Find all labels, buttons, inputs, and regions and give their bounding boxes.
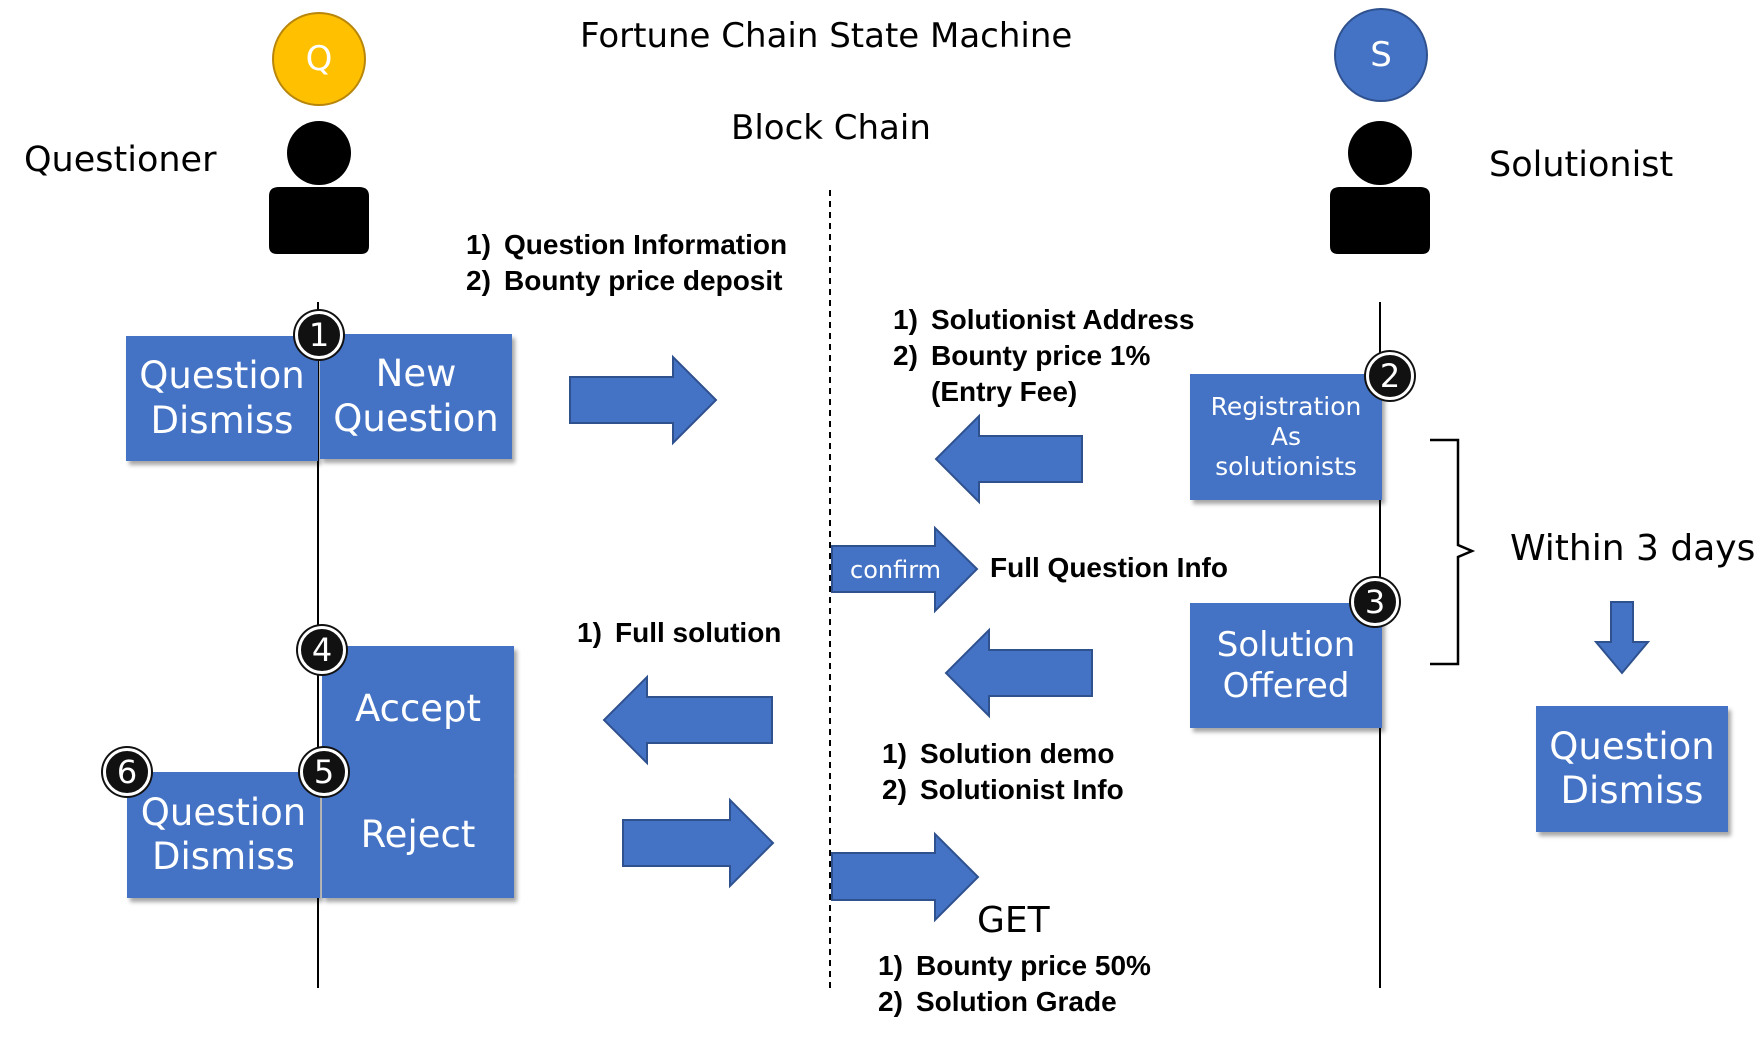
arrow-full-solution (602, 674, 773, 766)
questioner-badge: Q (272, 12, 366, 106)
solutionist-person-icon (1330, 121, 1430, 254)
within-3-days-label: Within 3 days (1510, 528, 1756, 569)
registration-info-list: 1)Solutionist Address 2)Bounty price 1% … (893, 302, 1194, 410)
state-solution-offered: Solution Offered (1190, 603, 1382, 728)
step-4-badge: 4 (298, 626, 346, 674)
list-item: 2)Bounty price 1% (893, 340, 1151, 371)
full-question-info-label: Full Question Info (990, 552, 1228, 583)
list-item: 1)Full solution (577, 617, 782, 648)
confirm-label: confirm (850, 556, 942, 584)
within-bracket (1430, 438, 1476, 666)
list-item: 1)Question Information (466, 229, 788, 260)
arrow-down-dismiss (1593, 601, 1651, 675)
state-question-dismiss-final: Question Dismiss (127, 772, 320, 898)
arrow-solution-to-chain (944, 627, 1093, 719)
arrow-registration-to-chain (934, 413, 1083, 505)
solution-demo-list: 1)Solution demo 2)Solutionist Info (882, 736, 1124, 808)
question-info-list: 1)Question Information 2)Bounty price de… (466, 227, 787, 299)
list-item: 1)Solutionist Address (893, 304, 1195, 335)
step-6-badge: 6 (103, 748, 151, 796)
list-item: (Entry Fee) (931, 376, 1078, 407)
arrow-question-to-chain (569, 354, 718, 446)
full-solution-list: 1)Full solution (577, 615, 781, 651)
solutionist-label: Solutionist (1489, 145, 1674, 185)
step-1-badge: 1 (295, 311, 343, 359)
state-question-dismiss-initial: Question Dismiss (126, 336, 318, 461)
get-label: GET (977, 900, 1050, 941)
blockchain-label: Block Chain (731, 108, 931, 148)
questioner-person-icon (269, 121, 369, 254)
arrow-confirm (831, 525, 979, 614)
step-3-badge: 3 (1351, 578, 1399, 626)
list-item: 2)Solution Grade (878, 986, 1117, 1017)
step-2-badge: 2 (1366, 352, 1414, 400)
state-question-dismiss-timeout: Question Dismiss (1536, 706, 1728, 832)
state-new-question: New Question (320, 334, 512, 459)
solutionist-badge: S (1334, 8, 1428, 102)
list-item: 2)Solutionist Info (882, 774, 1124, 805)
questioner-label: Questioner (24, 140, 217, 180)
list-item: 1)Solution demo (882, 738, 1115, 769)
state-reject: Reject (322, 772, 514, 898)
list-item: 2)Bounty price deposit (466, 265, 783, 296)
get-items-list: 1)Bounty price 50% 2)Solution Grade (878, 948, 1151, 1020)
state-accept: Accept (322, 646, 514, 772)
state-registration: Registration As solutionists (1190, 374, 1382, 500)
diagram-title: Fortune Chain State Machine (580, 16, 1073, 56)
step-5-badge: 5 (300, 748, 348, 796)
list-item: 1)Bounty price 50% (878, 950, 1151, 981)
arrow-reject-to-chain (622, 797, 775, 889)
arrow-get (831, 831, 980, 923)
